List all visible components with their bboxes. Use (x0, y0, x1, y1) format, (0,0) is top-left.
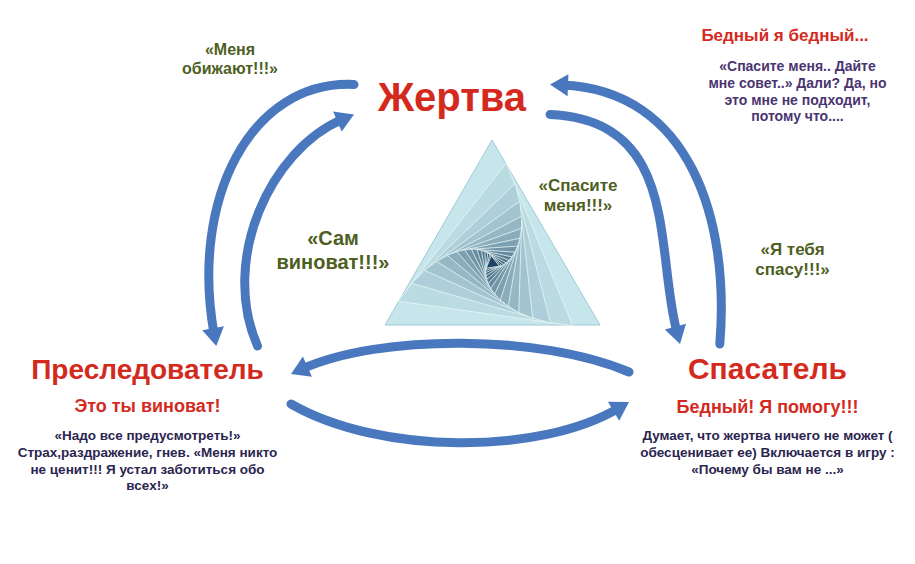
role-phrase: Бедный! Я помогу!!! (639, 397, 896, 419)
triangle-outline (385, 140, 600, 325)
spiral-step (457, 238, 520, 300)
spiral-step (485, 252, 506, 276)
arrow-label: «Я тебя спасу!!!» (745, 240, 840, 281)
arrow-head (202, 326, 224, 346)
spiral-step (481, 250, 509, 279)
spiral-step (412, 184, 551, 324)
arrow-arc (291, 404, 619, 443)
quote-note: «Спасите меня.. Дайте мне совет..» Дали?… (705, 58, 890, 125)
spiral-step (471, 249, 515, 289)
arrow-head (665, 324, 686, 344)
arrow-head (333, 111, 354, 131)
role-description: Думает, что жертва ничего не может ( обе… (639, 428, 896, 479)
arrow-label: «Спасите меня!!!» (530, 176, 626, 217)
spiral-step (477, 249, 512, 283)
role-name: Жертва (366, 74, 538, 120)
cycle-arrow (291, 402, 629, 443)
arrow-label: «Сам виноват!!!» (268, 226, 398, 274)
spiral-step (436, 216, 521, 313)
arrow-arc (550, 115, 677, 333)
role-block: ПреследовательЭто ты виноват! «Надо все п… (10, 352, 285, 497)
role-phrase: Это ты виноват! (14, 396, 281, 418)
role-description: «Надо все предусмотреть!» Страх,раздраже… (14, 428, 281, 496)
role-name: Преследователь (14, 354, 281, 386)
role-block: СпасательБедный! Я помогу!!! Думает, что … (635, 350, 900, 481)
role-name: Спасатель (639, 352, 896, 387)
spiral-step (486, 254, 502, 270)
spiral-step (447, 228, 521, 306)
spiral-step (465, 246, 518, 294)
spiral-triangle (385, 140, 600, 326)
cycle-arrow (202, 84, 354, 346)
role-title: Жертва (362, 72, 542, 122)
heading-note: Бедный я бедный... (690, 26, 880, 46)
spiral-step (486, 256, 499, 268)
arrow-label: «Меня обижают!!!» (170, 40, 290, 78)
spiral-step (424, 201, 532, 318)
cycle-arrow (291, 343, 629, 377)
arrow-head (550, 74, 568, 96)
arrow-arc (302, 343, 629, 372)
cycle-arrow (550, 115, 686, 345)
arrow-head (608, 402, 629, 421)
spiral-step (486, 253, 504, 273)
arrow-head (291, 357, 312, 377)
